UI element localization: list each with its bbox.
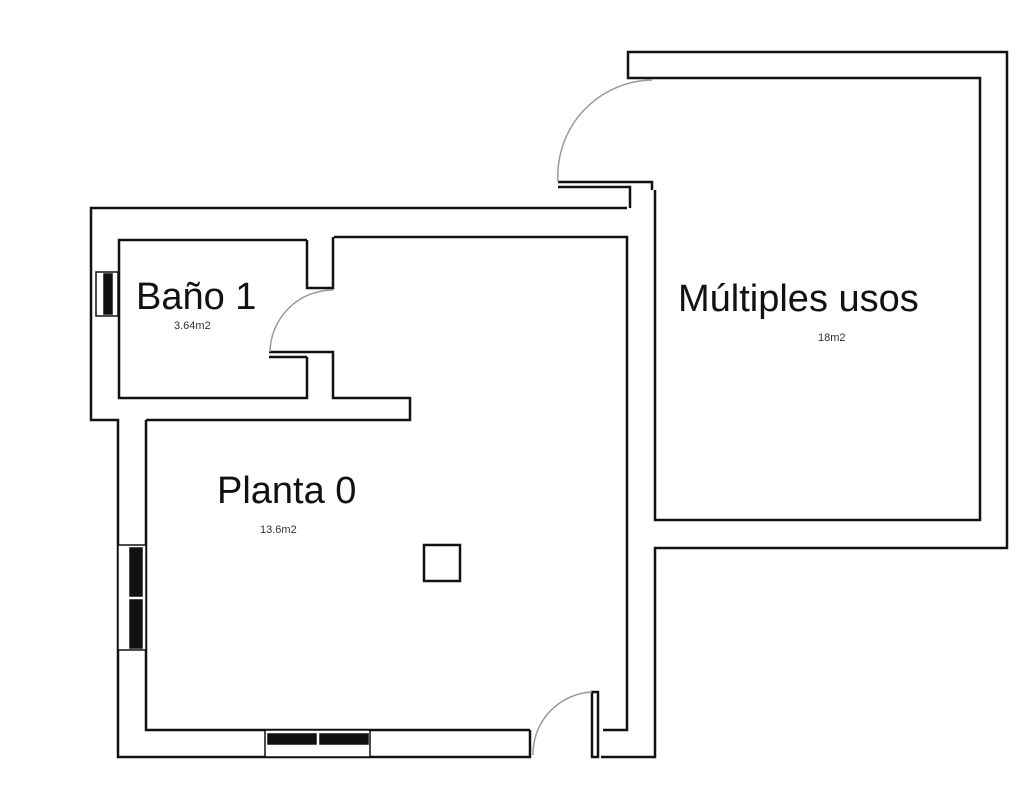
- corridor-wall-2: [558, 185, 632, 208]
- room-name-bano: Baño 1: [136, 276, 257, 318]
- room-area-bano: 3.64m2: [174, 320, 211, 332]
- bath-door-jamb: [146, 350, 412, 422]
- corridor-wall: [558, 180, 654, 190]
- door-arc-bath: [269, 289, 334, 353]
- planta0-inner-wall-left: [144, 420, 530, 732]
- planta0-inner-wall: [334, 235, 629, 732]
- room-area-multiple-uses: 18m2: [818, 332, 846, 344]
- bath-wall: [117, 238, 309, 400]
- door-leaf: [590, 690, 600, 759]
- multi-use-inner-wall: [652, 76, 982, 522]
- bath-wall-right-top: [305, 237, 335, 290]
- room-name-multiple-uses: Múltiples usos: [678, 278, 919, 320]
- door-arc-multi-use: [557, 79, 653, 183]
- room-area-planta0: 13.6m2: [260, 524, 297, 536]
- room-name-planta0: Planta 0: [217, 470, 357, 512]
- column: [422, 543, 462, 583]
- outer-wall: [89, 206, 627, 759]
- outer-wall-bottom-right: [601, 50, 1009, 759]
- door-arc-entry: [532, 691, 593, 756]
